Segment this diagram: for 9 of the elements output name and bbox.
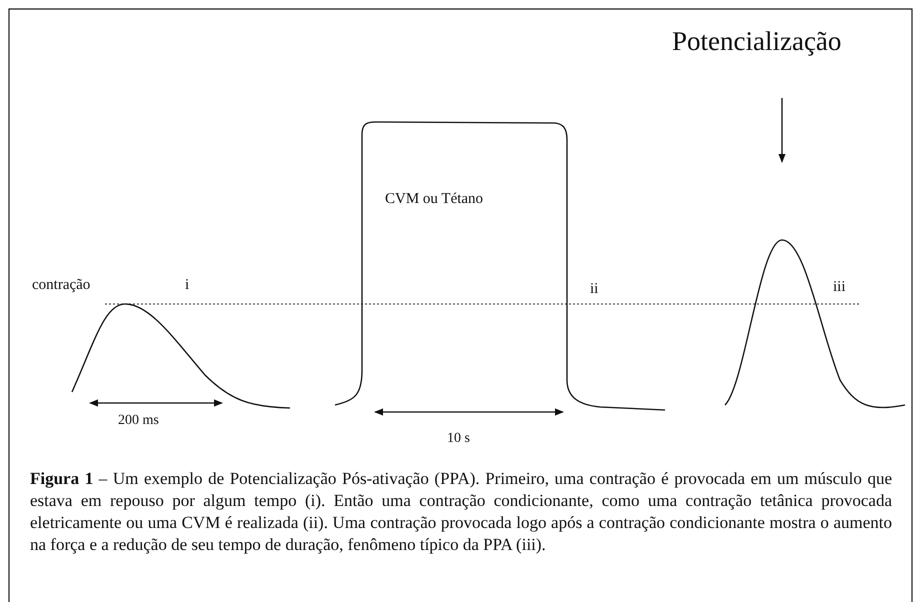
figure-caption: Figura 1 – Um exemplo de Potencialização Pós-ativação (PPA). Primeiro, uma contração é provocada em um músculo que estava em repouso por algum tempo (i). Então uma contração condicionante, como uma contração tetânica provocada eletricamente ou uma CVM é realizada (ii). Uma contração provocada logo após a contração condicionante mostra o aumento na força e a redução de seu tempo de duração, fenômeno típico da PPA (iii). (30, 468, 892, 556)
plateau-label: CVM ou Tétano (385, 192, 484, 207)
annotation-text: Potencialização (672, 28, 842, 55)
phase-label: ii (590, 282, 598, 297)
axis-label: contração (32, 278, 90, 293)
phase-label: i (185, 278, 190, 293)
phase-label: iii (833, 280, 846, 295)
dimension-label: 200 ms (118, 414, 159, 428)
dimension-label: 10 s (447, 432, 470, 446)
